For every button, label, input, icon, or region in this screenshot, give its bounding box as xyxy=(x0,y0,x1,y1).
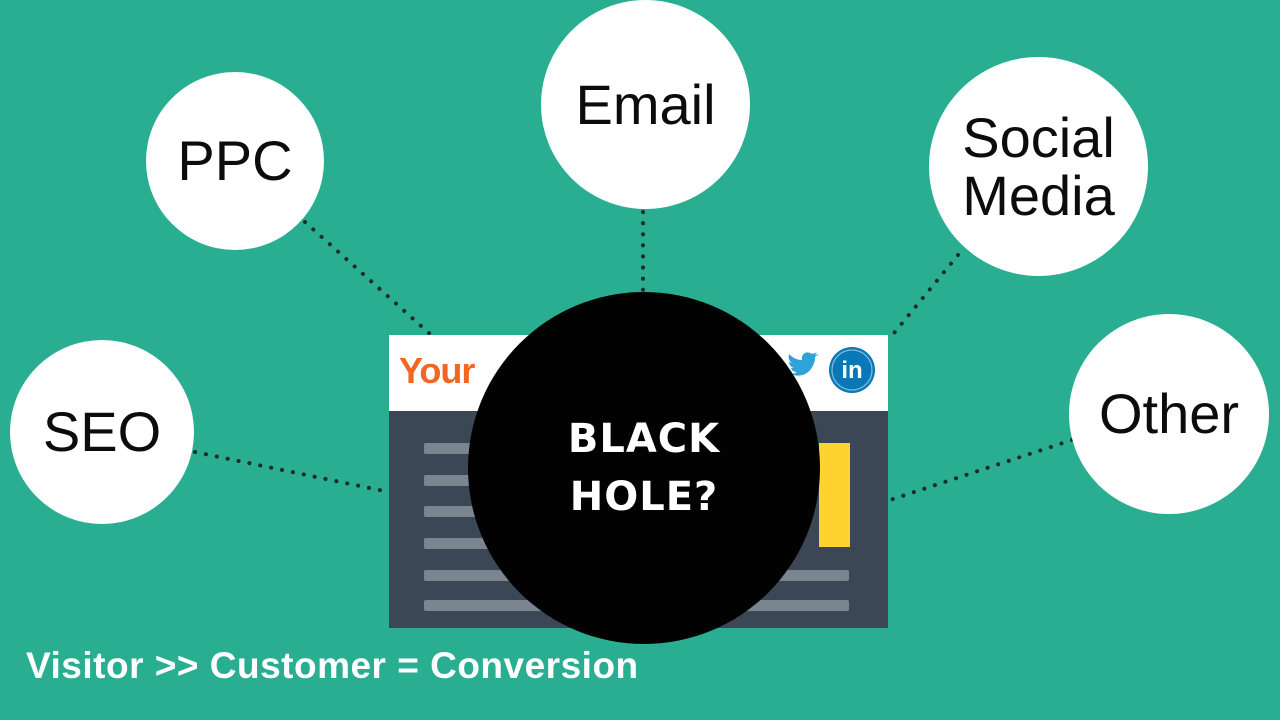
social-media-label-line1: Social xyxy=(962,106,1115,170)
black-hole-label-line1: BLACK xyxy=(567,416,721,462)
conversion-caption: Visitor >> Customer = Conversion xyxy=(26,645,639,686)
connector-ppc xyxy=(303,220,432,336)
connector-seo xyxy=(193,450,391,494)
ppc-label: PPC xyxy=(177,129,293,193)
linkedin-icon: in xyxy=(829,347,875,393)
website-logo: Your xyxy=(399,350,475,391)
black-hole-circle: BLACK HOLE? xyxy=(468,292,820,644)
ppc-bubble: PPC xyxy=(146,72,324,250)
other-bubble: Other xyxy=(1069,314,1269,514)
linkedin-icon-text: in xyxy=(841,357,862,384)
social-media-bubble: Social Media xyxy=(929,57,1148,276)
email-label: Email xyxy=(575,72,716,136)
seo-label: SEO xyxy=(42,400,162,464)
content-line xyxy=(424,538,544,549)
connector-social-media xyxy=(888,253,960,340)
connector-other xyxy=(888,438,1074,502)
black-hole-label-line2: HOLE? xyxy=(569,474,719,520)
social-media-label-line2: Media xyxy=(962,163,1115,227)
website-banner xyxy=(819,443,850,547)
email-bubble: Email xyxy=(541,0,750,209)
seo-bubble: SEO xyxy=(10,340,194,524)
other-label: Other xyxy=(1098,382,1240,446)
